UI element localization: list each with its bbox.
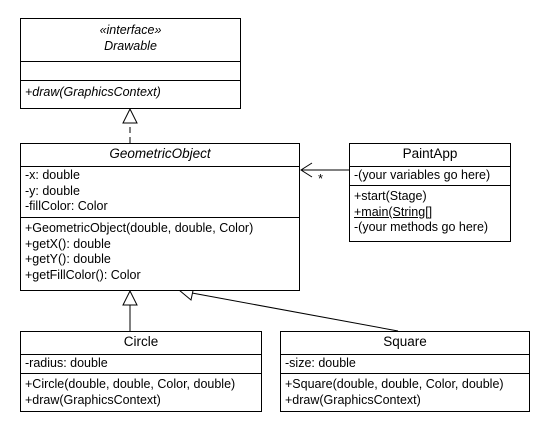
square-methods: +Square(double, double, Color, double) +… [281, 373, 529, 411]
square-attributes: -size: double [281, 354, 529, 373]
method: +getX(): double [25, 236, 111, 251]
paint-app-attributes: -(your variables go here) [350, 166, 510, 185]
method: +draw(GraphicsContext) [285, 392, 421, 407]
class-paint-app: PaintApp -(your variables go here) +star… [349, 143, 511, 242]
method: +Circle(double, double, Color, double) [25, 377, 236, 391]
circle-attributes: -radius: double [21, 354, 261, 373]
attribute: -fillColor: Color [25, 199, 108, 214]
generalization-line-square [191, 292, 399, 332]
class-square: Square -size: double +Square(double, dou… [280, 331, 530, 412]
drawable-stereotype: «interface» [99, 23, 162, 37]
drawable-name: Drawable [104, 38, 157, 53]
geometric-object-header: GeometricObject [21, 144, 299, 166]
method: -(your methods go here) [354, 220, 489, 235]
attribute: -radius: double [25, 356, 108, 370]
method: +GeometricObject(double, double, Color) [25, 221, 254, 235]
circle-header: Circle [21, 332, 261, 354]
drawable-method: +draw(GraphicsContext) [25, 85, 161, 99]
drawable-attributes [21, 61, 240, 80]
paint-app-header: PaintApp [350, 144, 510, 166]
class-geometric-object: GeometricObject -x: double -y: double -f… [20, 143, 300, 291]
geometric-object-attributes: -x: double -y: double -fillColor: Color [21, 166, 299, 217]
paint-app-methods: +start(Stage) +main(String[] -(your meth… [350, 185, 510, 241]
generalization-arrowhead-circle [122, 289, 138, 306]
attribute: -size: double [285, 356, 356, 370]
square-header: Square [281, 332, 529, 354]
drawable-methods: +draw(GraphicsContext) [21, 80, 240, 108]
drawable-header: «interface» Drawable [21, 19, 240, 61]
association-arrowhead [300, 162, 313, 178]
attribute: -x: double [25, 168, 80, 182]
square-name: Square [383, 334, 427, 349]
realization-arrowhead [122, 107, 138, 124]
attribute: -(your variables go here) [354, 168, 491, 182]
association-multiplicity: * [318, 171, 323, 186]
method: +getFillColor(): Color [25, 267, 141, 282]
circle-methods: +Circle(double, double, Color, double) +… [21, 373, 261, 411]
paint-app-name: PaintApp [402, 146, 458, 161]
circle-name: Circle [123, 334, 159, 349]
method: +start(Stage) [354, 189, 427, 203]
method: +Square(double, double, Color, double) [285, 377, 504, 391]
method: +draw(GraphicsContext) [25, 392, 161, 407]
geometric-object-methods: +GeometricObject(double, double, Color) … [21, 217, 299, 290]
method-static: +main(String[] [354, 204, 433, 219]
class-circle: Circle -radius: double +Circle(double, d… [20, 331, 262, 412]
attribute: -y: double [25, 183, 80, 198]
method: +getY(): double [25, 252, 111, 267]
geometric-object-name: GeometricObject [109, 146, 211, 161]
class-drawable: «interface» Drawable +draw(GraphicsConte… [20, 18, 241, 109]
